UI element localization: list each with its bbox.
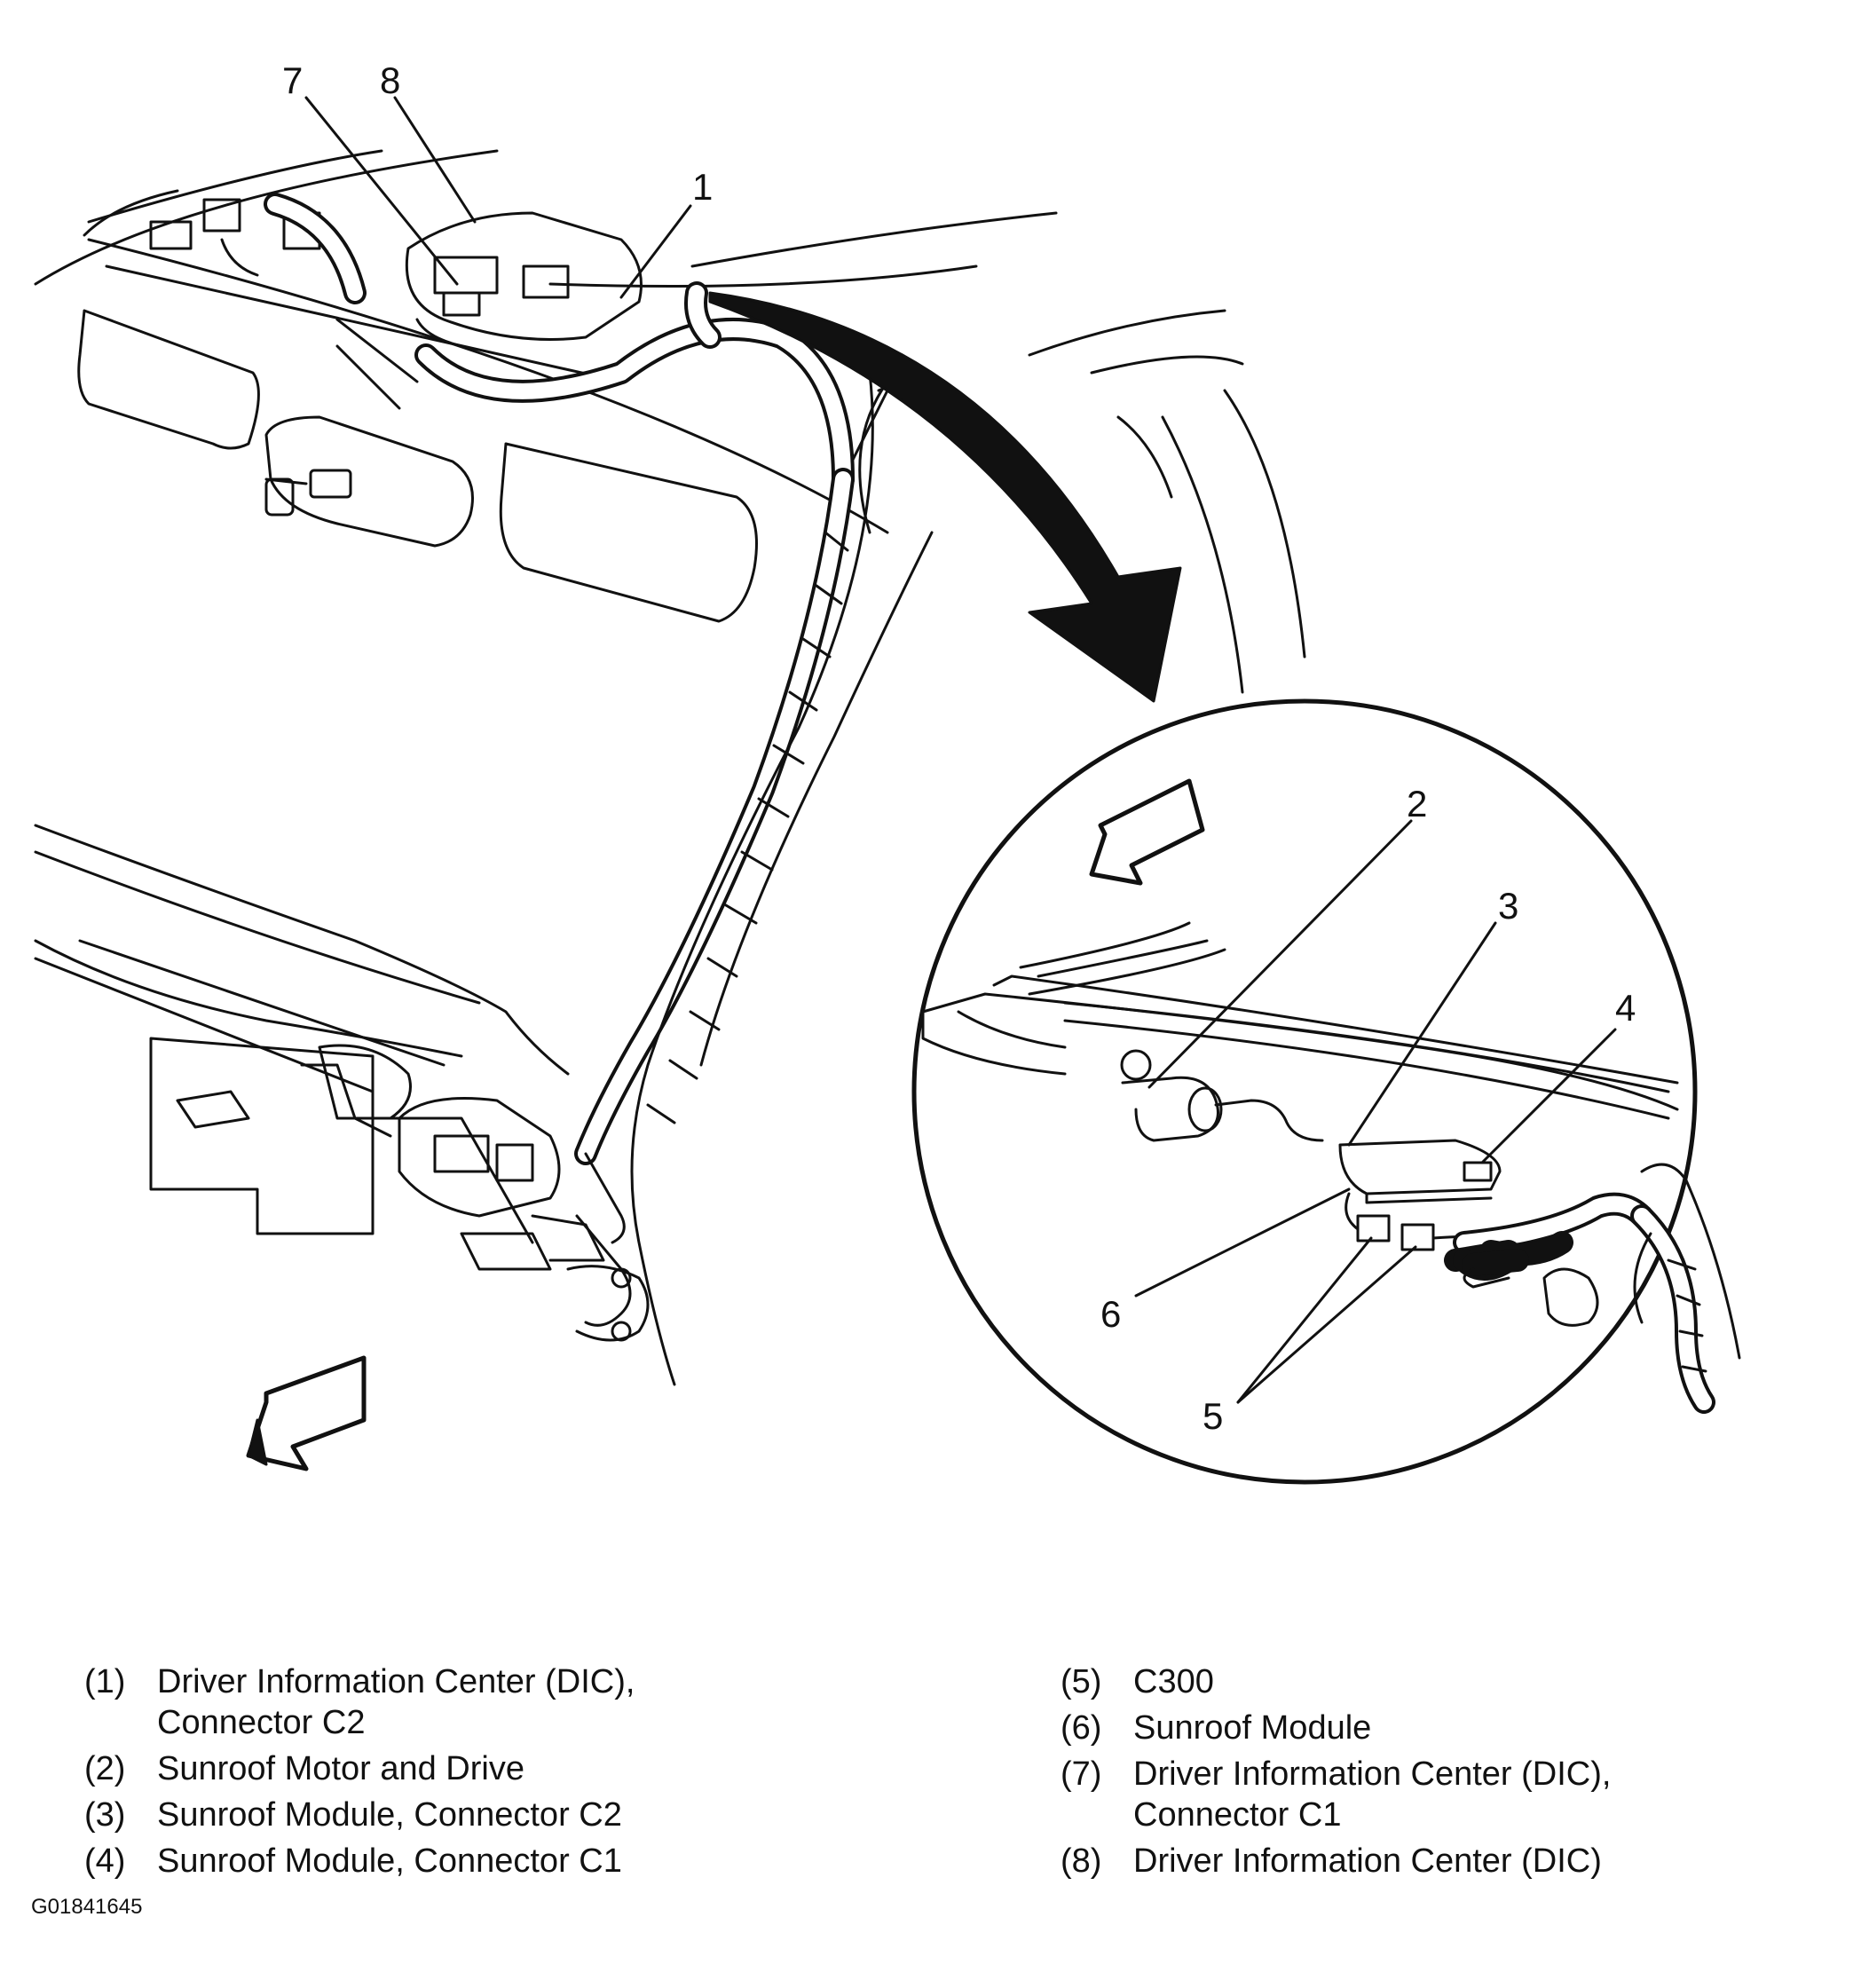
sun-visor-left bbox=[77, 309, 260, 450]
legend-number: (1) bbox=[84, 1663, 126, 1700]
callout-3: 3 bbox=[1498, 885, 1518, 927]
roof-outline bbox=[34, 149, 1306, 694]
callout-1: 1 bbox=[692, 166, 713, 208]
legend-number: (4) bbox=[84, 1842, 126, 1880]
zoom-arrow bbox=[708, 291, 1182, 703]
legend-text: Driver Information Center (DIC), bbox=[1133, 1755, 1612, 1793]
legend-number: (6) bbox=[1061, 1709, 1102, 1747]
front-arrow-left bbox=[246, 1355, 367, 1471]
callouts: 1 2 3 4 5 6 7 8 bbox=[282, 59, 1636, 1437]
legend-text: Sunroof Module, Connector C1 bbox=[157, 1842, 622, 1880]
sunroof-motor bbox=[1120, 1049, 1324, 1142]
legend-text: C300 bbox=[1133, 1663, 1214, 1700]
legend-item-2: (2) Sunroof Motor and Drive bbox=[84, 1748, 883, 1789]
callout-4: 4 bbox=[1615, 987, 1636, 1029]
legend-text: Driver Information Center (DIC) bbox=[1133, 1842, 1602, 1880]
legend-text: Connector C2 bbox=[157, 1704, 366, 1741]
legend-number: (7) bbox=[1061, 1755, 1102, 1793]
legend-text: Sunroof Module, Connector C2 bbox=[157, 1796, 622, 1834]
legend-item-5: (5) C300 bbox=[1061, 1661, 1841, 1702]
sunroof-module bbox=[1338, 1139, 1502, 1204]
callout-5: 5 bbox=[1203, 1395, 1223, 1437]
callout-7: 7 bbox=[282, 59, 303, 101]
legend-right: (5) C300 (6) Sunroof Module (7) Driver I… bbox=[1061, 1661, 1841, 1887]
legend-number: (5) bbox=[1061, 1663, 1102, 1700]
callout-2: 2 bbox=[1407, 783, 1427, 824]
detail-circle bbox=[911, 698, 1698, 1485]
lower-connector-cluster bbox=[398, 1097, 650, 1342]
front-arrow-circle bbox=[1089, 778, 1205, 886]
roof-harness bbox=[264, 193, 855, 491]
sun-visor-right bbox=[499, 442, 758, 623]
legend-number: (8) bbox=[1061, 1842, 1102, 1880]
legend-number: (2) bbox=[84, 1750, 126, 1787]
callout-8: 8 bbox=[380, 59, 400, 101]
dashboard bbox=[34, 824, 570, 1244]
legend-left: (1) Driver Information Center (DIC), Con… bbox=[84, 1661, 883, 1887]
rearview-mirror bbox=[264, 415, 474, 548]
legend-text: Sunroof Motor and Drive bbox=[157, 1750, 524, 1787]
legend-item-3: (3) Sunroof Module, Connector C2 bbox=[84, 1795, 883, 1835]
legend-item-4: (4) Sunroof Module, Connector C1 bbox=[84, 1841, 883, 1882]
legend-text: Connector C1 bbox=[1133, 1796, 1342, 1834]
sunroof-frame bbox=[921, 921, 1679, 1120]
callout-6: 6 bbox=[1100, 1293, 1121, 1335]
a-pillar-trim bbox=[630, 371, 934, 1386]
legend-item-6: (6) Sunroof Module bbox=[1061, 1708, 1841, 1748]
legend-item-8: (8) Driver Information Center (DIC) bbox=[1061, 1841, 1841, 1882]
dic-assembly bbox=[335, 211, 643, 410]
legend-text: Sunroof Module bbox=[1133, 1709, 1372, 1747]
figure-id: G01841645 bbox=[31, 1895, 143, 1919]
legend-item-7: (7) Driver Information Center (DIC), Con… bbox=[1061, 1754, 1841, 1835]
circle-harness bbox=[1444, 1163, 1741, 1414]
legend-text: Driver Information Center (DIC), bbox=[157, 1663, 635, 1700]
leader-lines bbox=[304, 96, 1617, 1404]
legend-number: (3) bbox=[84, 1796, 126, 1834]
legend-item-1: (1) Driver Information Center (DIC), Con… bbox=[84, 1661, 883, 1743]
